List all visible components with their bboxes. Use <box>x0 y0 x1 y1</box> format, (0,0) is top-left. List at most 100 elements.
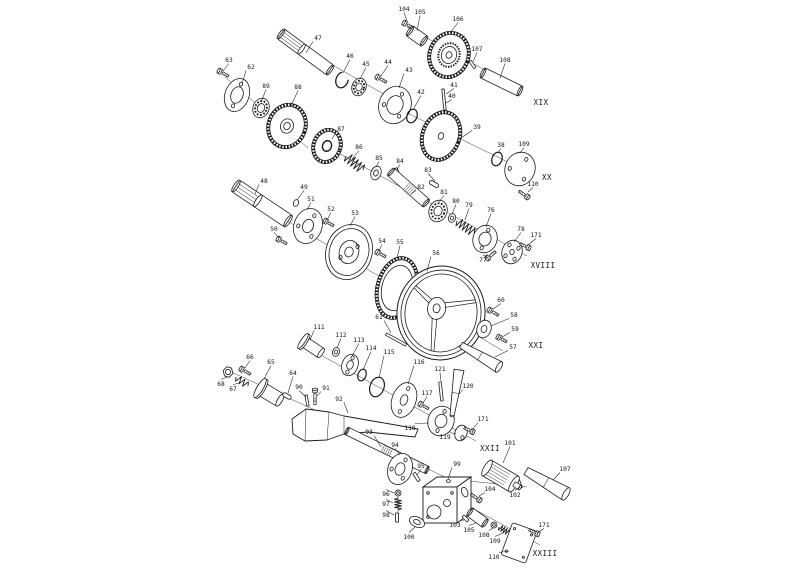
part-label-100-75: 100 <box>403 534 414 541</box>
part-label-97-72: 97 <box>382 501 390 508</box>
leader-line-94-69 <box>394 448 401 456</box>
leader-line-99-74 <box>447 467 453 480</box>
leader-line-80-37 <box>451 204 457 215</box>
leader-line-114-51 <box>362 351 372 371</box>
part-label-111-48: 111 <box>313 324 324 331</box>
part-label-44-7: 44 <box>384 59 392 66</box>
part-label-64-64: 64 <box>289 370 297 377</box>
section-label-XIX: XIX <box>534 98 549 107</box>
leader-line-41-10 <box>445 88 455 95</box>
leader-line-93-68 <box>373 435 382 448</box>
part-label-105-13: 105 <box>414 9 425 16</box>
leader-line-97-72 <box>385 499 394 504</box>
bushing-111 <box>297 333 325 359</box>
pivot-bushing-65 <box>253 378 285 407</box>
end-plate-62 <box>223 78 251 112</box>
selector-lever-120 <box>449 368 465 418</box>
part-label-79-38: 79 <box>465 202 473 209</box>
bearing-81 <box>428 199 448 223</box>
leader-line-67-62 <box>232 382 241 385</box>
leader-line-64-64 <box>287 376 294 394</box>
bushing-105 <box>405 25 429 47</box>
screw-59 <box>495 333 508 344</box>
leader-line-108-78 <box>488 527 494 531</box>
part-label-99-74: 99 <box>453 461 461 468</box>
part-label-91-66: 91 <box>322 385 330 392</box>
leader-line-81-36 <box>438 195 445 203</box>
cover-plate-110 <box>501 522 537 564</box>
change-wheel-55 <box>374 256 420 320</box>
part-label-90-65: 90 <box>295 384 303 391</box>
leader-line-54-33 <box>378 244 383 252</box>
leader-line-95-70 <box>416 469 422 476</box>
section-label-XXIII: XXIII <box>533 549 558 558</box>
part-label-106-14: 106 <box>452 16 463 23</box>
part-label-105-77: 105 <box>463 527 474 534</box>
part-label-84-20: 84 <box>396 158 404 165</box>
leader-line-106-14 <box>449 22 459 34</box>
part-label-65-63: 65 <box>267 359 275 366</box>
handle-107 <box>523 467 571 501</box>
part-label-171-59: 171 <box>477 416 488 423</box>
part-label-83-21: 83 <box>424 167 432 174</box>
leader-line-102-83 <box>514 486 521 491</box>
leader-line-59-46 <box>501 332 511 338</box>
key-83 <box>429 180 439 188</box>
parts-layer <box>216 19 571 564</box>
screw-117 <box>417 400 430 411</box>
leader-line-82-22 <box>410 190 417 195</box>
part-label-89-2: 89 <box>262 83 270 90</box>
handwheel-56 <box>396 265 486 361</box>
shaft-108 <box>479 67 524 97</box>
spring-109 <box>498 525 510 535</box>
leader-line-66-61 <box>244 360 251 369</box>
part-label-78-41: 78 <box>517 226 525 233</box>
leader-line-43-8 <box>398 73 405 89</box>
leader-line-84-20 <box>396 164 401 171</box>
part-label-38-24: 38 <box>497 142 505 149</box>
leader-line-47-4 <box>305 41 314 54</box>
leader-line-92-67 <box>343 402 349 414</box>
part-label-49-28: 49 <box>300 184 308 191</box>
leader-line-91-66 <box>316 391 322 397</box>
plunger-105 <box>466 507 489 528</box>
plunger-pin-98 <box>394 512 400 523</box>
leader-line-76-39 <box>485 213 492 228</box>
leader-line-49-28 <box>296 190 305 201</box>
part-label-46-5: 46 <box>346 53 354 60</box>
leader-line-100-75 <box>408 526 416 533</box>
index-disc-78 <box>501 239 523 265</box>
leader-line-121-55 <box>439 372 442 382</box>
part-label-59-46: 59 <box>511 326 519 333</box>
leader-line-98-73 <box>385 510 395 516</box>
leader-line-171-81 <box>536 528 545 534</box>
leader-line-110-80 <box>498 550 510 553</box>
leader-line-118-57 <box>414 422 430 424</box>
leader-line-107-85 <box>552 472 561 481</box>
housing-118 <box>427 405 455 437</box>
part-label-112-49: 112 <box>335 332 346 339</box>
handle-57 <box>458 341 503 373</box>
key-64 <box>282 392 292 400</box>
bearing-housing-43 <box>378 85 412 125</box>
screw-104-b <box>469 492 483 504</box>
part-label-107-15: 107 <box>471 46 482 53</box>
shaft-82 <box>387 167 430 208</box>
screw-63 <box>216 67 230 78</box>
part-label-114-51: 114 <box>365 345 376 352</box>
set-screw-171-a <box>519 242 532 252</box>
section-label-XXII: XXII <box>480 444 500 453</box>
bearing-89 <box>252 97 270 119</box>
leader-line-39-23 <box>457 130 473 141</box>
part-label-107-85: 107 <box>559 466 570 473</box>
hub-51 <box>293 208 323 244</box>
cap-119 <box>454 424 468 442</box>
leader-line-116-53 <box>407 365 415 385</box>
spring-washer-67 <box>235 376 249 387</box>
flange-76 <box>472 224 498 254</box>
leader-line-111-48 <box>309 330 315 341</box>
part-label-60-44: 60 <box>497 297 505 304</box>
leader-line-44-7 <box>380 65 389 77</box>
